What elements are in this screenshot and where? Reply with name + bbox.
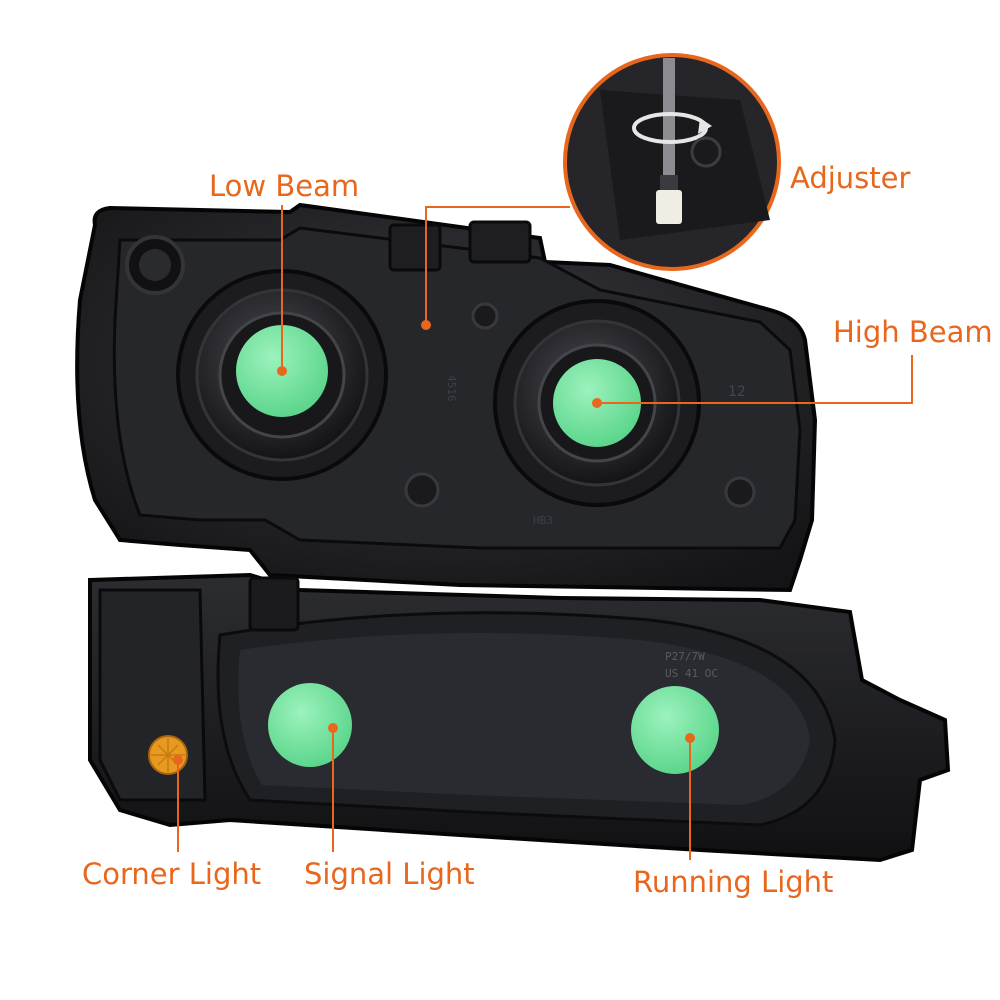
adjuster-inset: [563, 53, 781, 271]
signal-bulb-marker: [268, 683, 352, 767]
lower-code-label: P27/7W: [665, 650, 705, 663]
lower-housing: P27/7W US 41 OC: [88, 572, 951, 863]
upper-code-label: HB3: [533, 514, 553, 527]
adjuster-label: Adjuster: [790, 161, 911, 195]
leader-lines: [177, 205, 913, 860]
running-light-label: Running Light: [633, 865, 834, 899]
high-beam-label: High Beam: [833, 315, 993, 349]
low-beam-socket: [176, 269, 388, 481]
upper-code-label: 12: [728, 384, 746, 400]
lower-code-label: US 41 OC: [665, 667, 718, 680]
upper-code-label: 4516: [445, 375, 458, 402]
corner-reflector: [148, 735, 188, 775]
low-beam-label: Low Beam: [209, 169, 360, 203]
running-bulb-marker: [631, 686, 719, 774]
corner-light-label: Corner Light: [82, 857, 262, 891]
signal-light-label: Signal Light: [304, 857, 475, 891]
high-beam-socket: [493, 299, 701, 507]
